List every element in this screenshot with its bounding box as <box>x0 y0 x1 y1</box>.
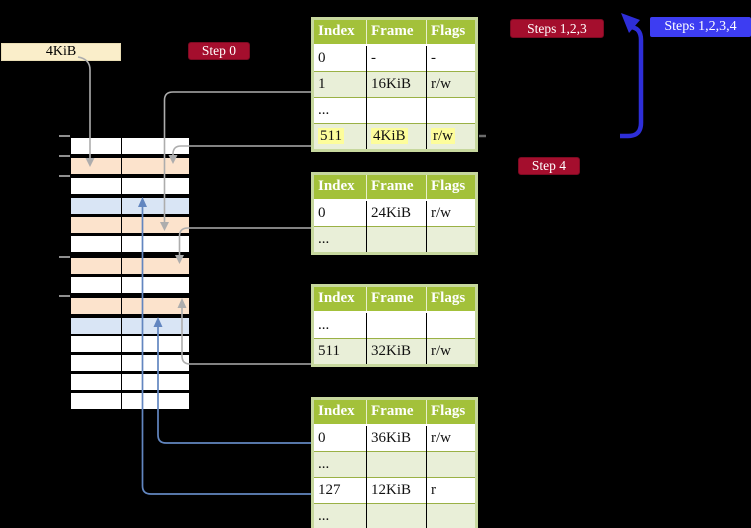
memory-frame-row <box>70 317 190 335</box>
cell-index: ... <box>312 97 367 124</box>
table-row: 127 12KiB r <box>312 477 477 504</box>
cell-flags <box>426 503 477 528</box>
cell-index: 511 <box>312 123 367 151</box>
address-tick <box>59 256 70 258</box>
cell-flags <box>426 311 477 339</box>
cell-frame <box>366 97 427 124</box>
cell-index: ... <box>312 226 367 254</box>
steps-1234-label: Steps 1,2,3,4 <box>650 17 751 37</box>
col-header: Frame <box>366 285 427 313</box>
cell-frame: 24KiB <box>366 199 427 227</box>
memory-frame-row <box>70 354 190 372</box>
memory-frame-row <box>70 235 190 253</box>
table-row: ... <box>312 311 477 339</box>
cell-index: ... <box>312 311 367 339</box>
col-header: Frame <box>366 398 427 426</box>
arrow-t2e0-to-24kib <box>175 227 311 264</box>
table-row: 0 24KiB r/w <box>312 199 477 227</box>
col-header: Frame <box>366 173 427 201</box>
cell-frame: 32KiB <box>366 338 427 366</box>
page-table-2: Index Frame Flags 0 24KiB r/w ... <box>311 172 478 255</box>
memory-frame-row <box>70 335 190 353</box>
table-row-highlighted: 511 4KiB r/w <box>312 123 477 151</box>
memory-frame-row <box>70 216 190 234</box>
table-row: ... <box>312 503 477 528</box>
memory-frame-row <box>70 177 190 195</box>
page-table-1: Index Frame Flags 0 - - 1 16KiB r/w ... … <box>311 17 478 152</box>
table-header-row: Index Frame Flags <box>312 285 477 313</box>
cell-index: ... <box>312 503 367 528</box>
memory-frame-row <box>70 157 190 175</box>
cell-frame: 12KiB <box>366 477 427 504</box>
page-table-4: Index Frame Flags 0 36KiB r/w ... 127 12… <box>311 397 478 528</box>
table-row: 0 36KiB r/w <box>312 424 477 452</box>
table-row: ... <box>312 226 477 254</box>
memory-frame-row <box>70 276 190 294</box>
memory-frame-row <box>70 373 190 391</box>
cell-flags: r/w <box>426 71 477 98</box>
cell-index: 127 <box>312 477 367 504</box>
memory-frame-row <box>70 197 190 215</box>
cell-flags: r/w <box>426 338 477 366</box>
frame-size-label: 4KiB <box>1 43 121 61</box>
col-header: Index <box>312 285 367 313</box>
memory-frame-row <box>70 257 190 275</box>
cell-flags: r/w <box>426 424 477 452</box>
cell-index: 511 <box>312 338 367 366</box>
cell-flags <box>426 97 477 124</box>
table-header-row: Index Frame Flags <box>312 173 477 201</box>
steps-123-label: Steps 1,2,3 <box>510 19 604 38</box>
arrow-t3e511-to-32kib <box>177 298 311 365</box>
cell-frame: 36KiB <box>366 424 427 452</box>
table-header-row: Index Frame Flags <box>312 398 477 426</box>
cell-frame <box>366 311 427 339</box>
memory-frame-row <box>70 297 190 315</box>
highlight: r/w <box>431 127 455 144</box>
cell-frame <box>366 451 427 478</box>
address-tick <box>59 295 70 297</box>
cell-frame: 4KiB <box>366 123 427 151</box>
table-row: ... <box>312 97 477 124</box>
page-table-3: Index Frame Flags ... 511 32KiB r/w <box>311 284 478 367</box>
cell-frame: - <box>366 44 427 72</box>
col-header: Flags <box>426 398 477 426</box>
cell-flags: r/w <box>426 199 477 227</box>
cell-flags: r/w <box>426 123 477 151</box>
table-row: 511 32KiB r/w <box>312 338 477 366</box>
col-header: Index <box>312 398 367 426</box>
col-header: Flags <box>426 285 477 313</box>
cell-index: ... <box>312 451 367 478</box>
cell-flags: - <box>426 44 477 72</box>
cell-index: 0 <box>312 424 367 452</box>
highlight: 511 <box>318 127 344 144</box>
cell-index: 0 <box>312 199 367 227</box>
cell-frame: 16KiB <box>366 71 427 98</box>
cell-frame <box>366 503 427 528</box>
memory-frame-row <box>70 137 190 155</box>
table-header-row: Index Frame Flags <box>312 18 477 46</box>
col-header: Flags <box>426 173 477 201</box>
memory-stripe-divider <box>121 137 122 410</box>
col-header: Index <box>312 18 367 46</box>
cell-flags: r <box>426 477 477 504</box>
cell-index: 0 <box>312 44 367 72</box>
cell-index: 1 <box>312 71 367 98</box>
address-tick <box>59 135 70 137</box>
cell-flags <box>426 451 477 478</box>
cell-frame <box>366 226 427 254</box>
address-tick <box>59 175 70 177</box>
col-header: Flags <box>426 18 477 46</box>
col-header: Index <box>312 173 367 201</box>
table-row: 0 - - <box>312 44 477 72</box>
address-tick <box>59 155 70 157</box>
table-row: 1 16KiB r/w <box>312 71 477 98</box>
table-row: ... <box>312 451 477 478</box>
recursive-loop-arrow <box>620 13 644 139</box>
col-header: Frame <box>366 18 427 46</box>
memory-frame-row <box>70 392 190 410</box>
step-4-label: Step 4 <box>518 157 580 175</box>
cell-flags <box>426 226 477 254</box>
highlight: 4KiB <box>371 127 408 144</box>
step-0-label: Step 0 <box>188 42 250 60</box>
